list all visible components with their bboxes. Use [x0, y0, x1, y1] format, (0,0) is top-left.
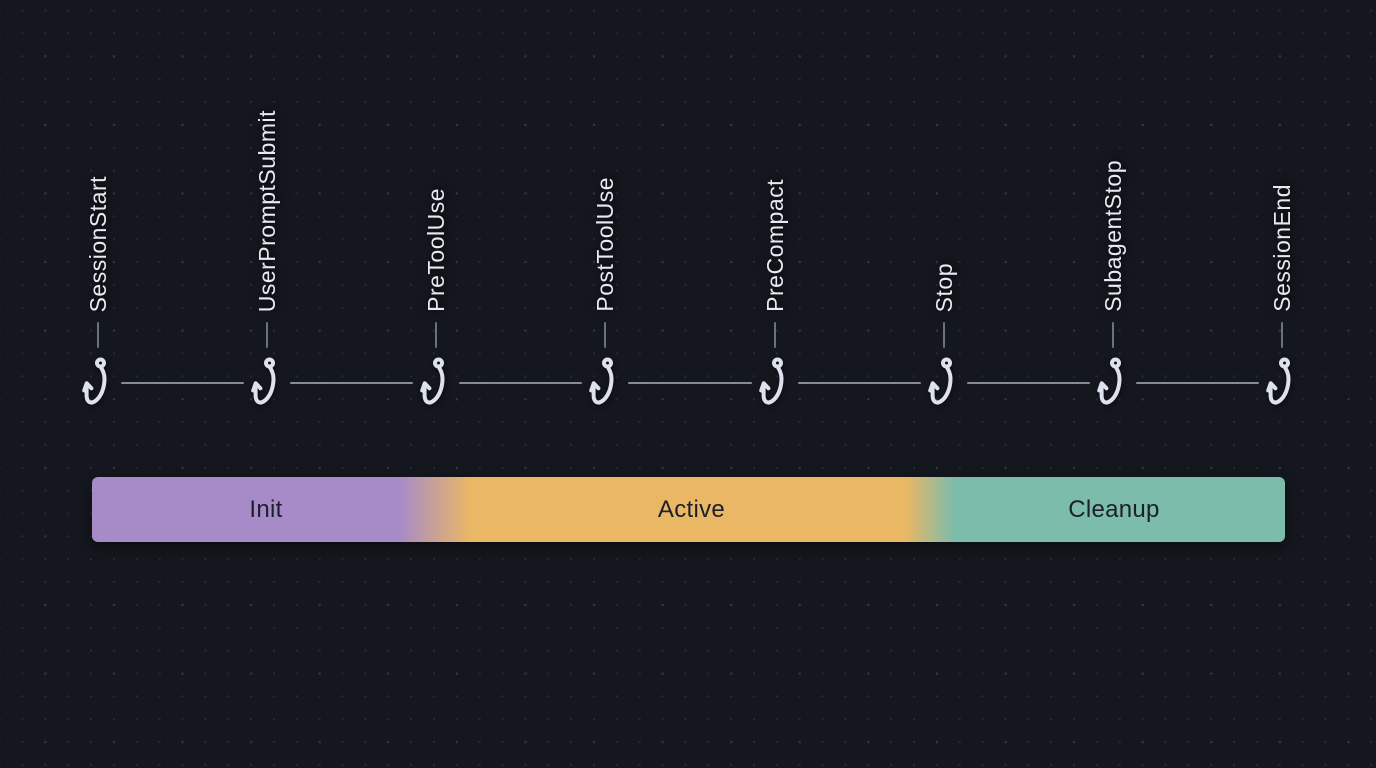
- connector-line: [290, 382, 414, 384]
- event-label-wrap: PreCompact: [761, 83, 787, 312]
- event-tick: [942, 322, 945, 348]
- event-label: PreToolUse: [423, 188, 450, 312]
- phase-label: Cleanup: [1068, 495, 1160, 523]
- event-label-wrap: Stop: [930, 83, 956, 312]
- hook-icon: [1266, 357, 1291, 405]
- connector-line: [1135, 382, 1259, 384]
- event-tick: [97, 322, 99, 348]
- phase-segment: Active: [440, 477, 943, 542]
- event-label: PostToolUse: [592, 177, 619, 312]
- event-label: SessionEnd: [1268, 184, 1295, 312]
- event-label-wrap: PreToolUse: [423, 83, 449, 312]
- event-label-wrap: UserPromptSubmit: [254, 83, 280, 312]
- hook-icon: [927, 357, 953, 405]
- hook-icon: [758, 357, 784, 405]
- phase-label: Active: [657, 495, 726, 523]
- hook-icon: [420, 357, 445, 405]
- hook-icon: [1097, 357, 1122, 405]
- event-label-wrap: SessionStart: [85, 83, 111, 312]
- phase-bar: Init Active Cleanup: [92, 477, 1285, 542]
- event-tick: [435, 322, 438, 348]
- event-label: SubagentStop: [1099, 160, 1126, 312]
- connector-line: [121, 382, 245, 384]
- event-label-wrap: SessionEnd: [1269, 83, 1295, 312]
- event-tick: [1111, 322, 1114, 348]
- event-label-wrap: PostToolUse: [592, 83, 618, 312]
- connector-line: [966, 382, 1090, 384]
- event-label: SessionStart: [84, 175, 111, 312]
- connector-line: [797, 382, 921, 384]
- event-tick: [604, 322, 607, 348]
- hook-icon: [82, 357, 107, 405]
- connector-line: [628, 382, 752, 384]
- event-tick: [773, 322, 776, 348]
- connector-line: [459, 382, 583, 384]
- event-tick: [266, 322, 269, 348]
- event-label: PreCompact: [761, 179, 788, 312]
- event-label: UserPromptSubmit: [253, 109, 280, 312]
- hook-icon: [251, 357, 276, 405]
- phase-segment: Cleanup: [943, 477, 1285, 542]
- phase-segment: Init: [92, 477, 440, 542]
- hook-icon: [589, 357, 614, 405]
- event-label: Stop: [930, 262, 957, 312]
- event-tick: [1280, 322, 1283, 348]
- phase-label: Init: [249, 495, 283, 523]
- event-label-wrap: SubagentStop: [1100, 83, 1126, 312]
